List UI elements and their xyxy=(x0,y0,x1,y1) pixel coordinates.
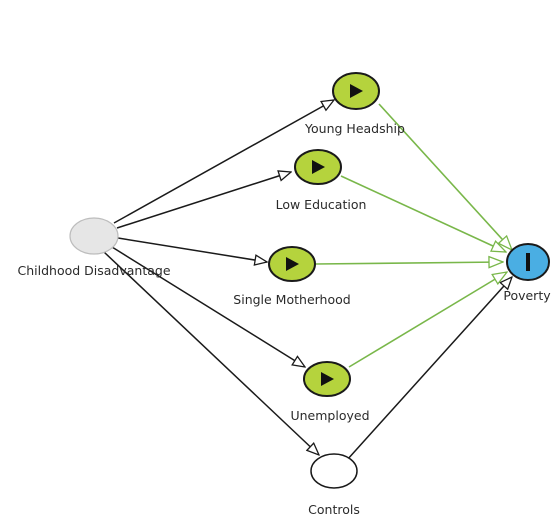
edge-childhood-to-single-motherhood xyxy=(117,237,267,262)
node-childhood-disadvantage[interactable]: Childhood Disadvantage xyxy=(17,217,171,278)
node-low-education-label: Low Education xyxy=(276,197,367,212)
edge-childhood-to-controls xyxy=(103,251,319,455)
node-single-motherhood-label: Single Motherhood xyxy=(233,292,350,307)
node-controls[interactable]: Controls xyxy=(308,453,360,517)
edge-childhood-to-unemployed xyxy=(111,246,305,367)
node-single-motherhood[interactable]: Single Motherhood xyxy=(233,246,351,307)
node-low-education[interactable]: Low Education xyxy=(276,149,367,212)
edge-single-motherhood-to-poverty xyxy=(314,262,503,264)
node-unemployed[interactable]: Unemployed xyxy=(290,361,370,423)
node-young-headship[interactable]: Young Headship xyxy=(304,72,405,136)
play-icon xyxy=(321,372,334,386)
edge-unemployed-to-poverty xyxy=(348,272,507,368)
play-icon xyxy=(312,160,325,174)
node-childhood-disadvantage-shape xyxy=(69,217,119,255)
edge-controls-to-poverty xyxy=(346,277,512,461)
play-icon xyxy=(286,257,299,271)
node-unemployed-label: Unemployed xyxy=(290,408,369,423)
edge-young-headship-to-poverty xyxy=(378,103,512,250)
node-poverty[interactable]: Poverty xyxy=(503,243,551,303)
node-childhood-disadvantage-label: Childhood Disadvantage xyxy=(17,263,170,278)
node-controls-label: Controls xyxy=(308,502,360,517)
node-young-headship-label: Young Headship xyxy=(304,121,405,136)
edge-low-education-to-poverty xyxy=(340,175,506,252)
play-icon xyxy=(350,84,363,98)
edge-childhood-to-low-education xyxy=(116,172,291,229)
edge-childhood-to-young-headship xyxy=(113,100,334,224)
node-poverty-label: Poverty xyxy=(503,288,551,303)
edges-causal xyxy=(103,100,512,461)
node-controls-shape xyxy=(310,453,358,489)
edges-mediators-to-outcome xyxy=(314,103,512,368)
outcome-bar-icon xyxy=(526,253,530,271)
